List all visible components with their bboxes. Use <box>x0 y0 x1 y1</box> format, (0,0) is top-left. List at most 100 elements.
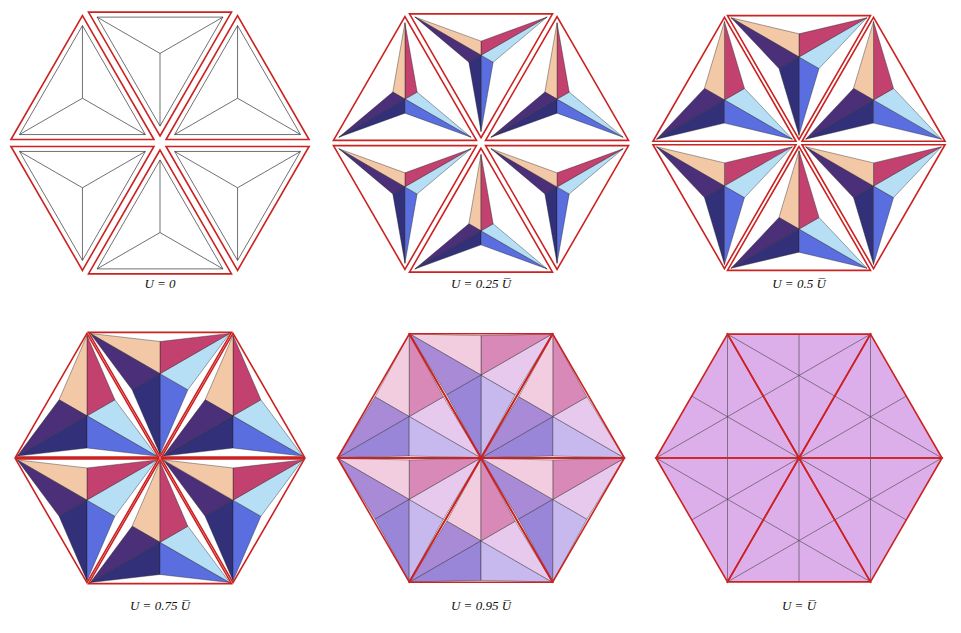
state-label: U = U̅ <box>689 598 909 614</box>
triangle-edge <box>728 458 871 582</box>
triangle-cell <box>799 334 942 458</box>
folded-facet <box>482 458 553 499</box>
folded-facet <box>806 147 874 198</box>
folded-facet <box>657 100 725 139</box>
triangle-cell <box>333 17 476 141</box>
folded-facet <box>519 499 553 581</box>
folded-facet <box>806 88 874 139</box>
crease-line <box>870 334 871 458</box>
triangle-cell <box>166 147 309 271</box>
folded-facet <box>481 334 552 375</box>
folded-facet <box>874 147 942 198</box>
crease-line <box>763 334 870 396</box>
triangle-edge <box>802 145 945 269</box>
triangle-edge <box>481 334 624 458</box>
crease-line <box>97 233 160 269</box>
crease-line <box>727 458 728 582</box>
triangle-cell <box>410 334 553 458</box>
crease-line <box>237 26 238 99</box>
crease-line <box>82 98 145 134</box>
folded-facet <box>481 17 547 55</box>
folded-facet <box>405 99 471 137</box>
state-label: U = 0 <box>50 276 270 292</box>
triangle-edge <box>728 334 871 458</box>
crease-outline <box>175 151 301 260</box>
crease-line <box>82 26 83 99</box>
folded-facet <box>731 229 799 268</box>
crease-line <box>160 53 161 126</box>
folded-facet <box>799 18 867 69</box>
triangle-edge <box>656 334 799 458</box>
crease-line <box>82 151 145 187</box>
crease-line <box>238 151 301 187</box>
crease-line <box>160 160 161 233</box>
folded-facet <box>553 458 624 519</box>
crease-line <box>97 17 160 53</box>
folded-facet <box>557 149 623 187</box>
folded-facet <box>874 88 942 139</box>
folded-facet <box>799 218 867 269</box>
triangle-cell <box>486 146 629 270</box>
triangle-cell <box>162 459 305 583</box>
crease-line <box>237 188 238 261</box>
hexagon-panel <box>656 334 942 582</box>
folded-facet <box>657 147 725 198</box>
triangle-cell <box>656 334 799 458</box>
triangle-cell <box>728 458 871 582</box>
triangle-cell <box>799 458 942 582</box>
flat-sheet <box>656 334 942 582</box>
triangle-edge <box>653 17 796 141</box>
folded-facet <box>338 417 409 458</box>
triangle-cell <box>802 145 945 269</box>
triangle-edge <box>410 458 553 582</box>
crease-line <box>727 334 728 458</box>
triangle-edge <box>486 146 629 270</box>
crease-line <box>692 396 799 458</box>
state-label: U = 0.75 U̅ <box>50 598 270 614</box>
triangle-cell <box>410 458 553 582</box>
crease-line <box>175 151 238 187</box>
triangle-cell <box>338 458 481 582</box>
folded-facet <box>724 147 792 198</box>
triangle-edge <box>799 334 942 458</box>
triangle-edge <box>656 458 799 582</box>
crease-line <box>799 396 906 458</box>
crease-line <box>692 458 799 520</box>
folded-facet <box>806 147 874 186</box>
crease-line <box>656 458 763 520</box>
hexagon-panel <box>333 14 628 272</box>
crease-line <box>728 520 835 582</box>
state-label: U = 0.95 U̅ <box>371 598 591 614</box>
hexagon-panel <box>15 332 304 583</box>
folded-facet <box>553 334 587 416</box>
folded-facet <box>724 100 792 139</box>
crease-line <box>799 458 906 520</box>
crease-line <box>763 520 870 582</box>
folded-facet <box>160 333 230 389</box>
triangle-cell <box>728 334 871 458</box>
folded-facet <box>553 458 624 499</box>
folded-facet <box>338 397 409 458</box>
triangle-cell <box>481 334 624 458</box>
crease-line <box>835 396 942 458</box>
crease-line <box>20 98 83 134</box>
crease-line <box>82 188 83 261</box>
folded-facet <box>799 18 867 57</box>
triangle-cell <box>653 17 796 141</box>
hexagon-panel <box>11 12 309 274</box>
state-label: U = 0.5 U̅ <box>689 276 909 292</box>
triangle-cell <box>481 458 624 582</box>
crease-line <box>160 17 223 53</box>
crease-line <box>656 396 763 458</box>
state-label: U = 0.25 U̅ <box>371 276 591 292</box>
folded-facet <box>874 147 942 186</box>
hexagon-panel <box>338 334 625 582</box>
triangle-cell <box>15 333 158 457</box>
folded-facet <box>415 231 481 269</box>
crease-line <box>799 334 800 458</box>
crease-line <box>835 458 942 520</box>
crease-outline <box>20 26 146 135</box>
hexagon-panel <box>653 16 945 271</box>
